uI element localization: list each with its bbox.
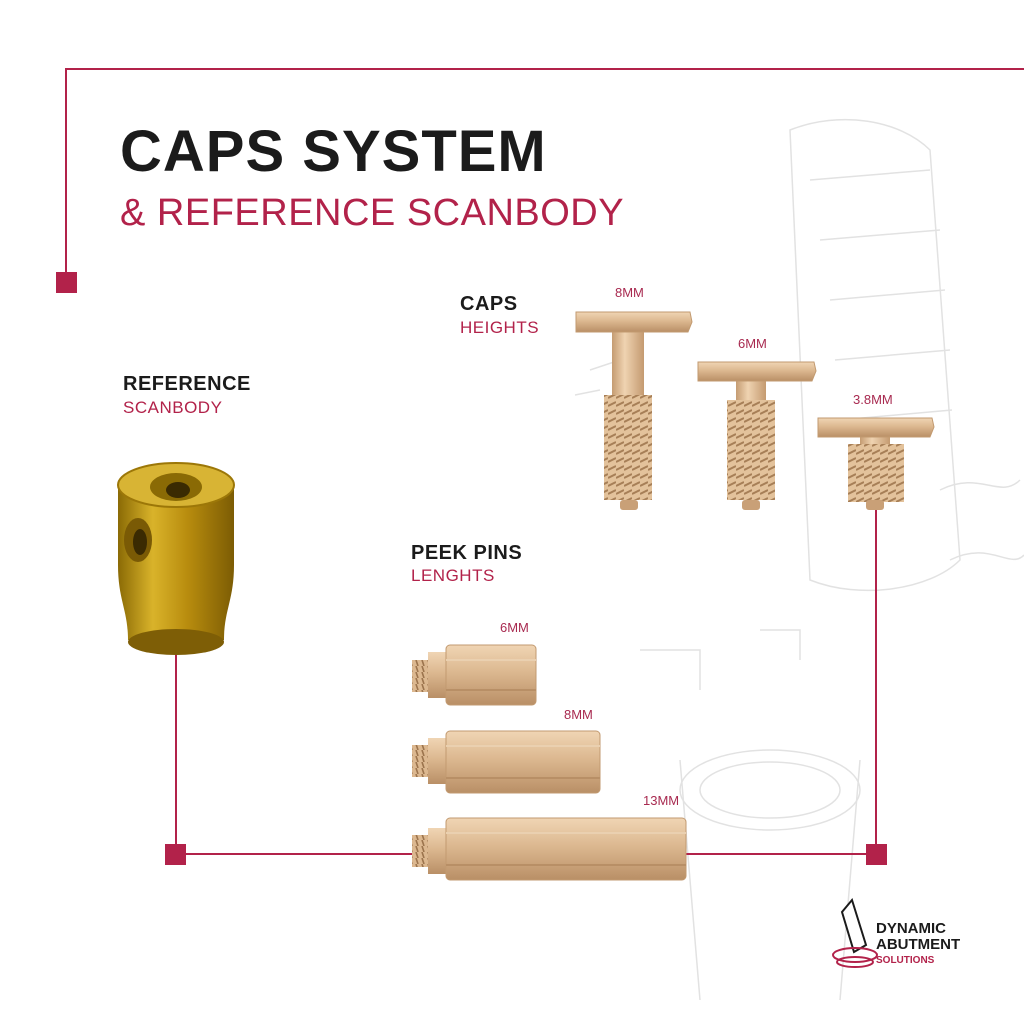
pins-heading: PEEK PINS: [411, 542, 523, 564]
pin-size-label: 13MM: [643, 793, 680, 808]
logo-text-line2: ABUTMENT: [876, 936, 961, 953]
pin-size-label: 8MM: [564, 707, 593, 722]
frame-marker-top: [56, 272, 77, 293]
page-subtitle: & REFERENCE SCANBODY: [120, 192, 625, 234]
page-title: CAPS SYSTEM: [120, 119, 547, 184]
cap-6mm-image: [697, 361, 817, 510]
pins-subheading: LENGHTS: [411, 566, 495, 585]
cap-size-label: 3.8MM: [853, 392, 893, 407]
pin-6mm-image: [412, 644, 537, 706]
reference-scanbody-image: [117, 462, 235, 655]
pin-13mm-image: [412, 817, 687, 881]
frame-marker-bottom-right: [866, 844, 887, 865]
caps-subheading: HEIGHTS: [460, 318, 540, 337]
cap-3-8mm-image: [817, 417, 935, 510]
reference-heading: REFERENCE: [123, 373, 251, 395]
frame-lines: [65, 68, 1024, 855]
reference-subheading: SCANBODY: [123, 398, 223, 417]
logo-text-line1: DYNAMIC: [876, 920, 946, 937]
logo-text-line3: SOLUTIONS: [876, 955, 935, 966]
cap-size-label: 8MM: [615, 285, 644, 300]
caps-heading: CAPS: [460, 293, 518, 315]
frame-marker-bottom-left: [165, 844, 186, 865]
pin-size-label: 6MM: [500, 620, 529, 635]
background-sketch: [574, 118, 1024, 1001]
logo-mark: [832, 897, 878, 968]
cap-size-label: 6MM: [738, 336, 767, 351]
cap-8mm-image: [575, 311, 693, 510]
pin-8mm-image: [412, 730, 601, 794]
